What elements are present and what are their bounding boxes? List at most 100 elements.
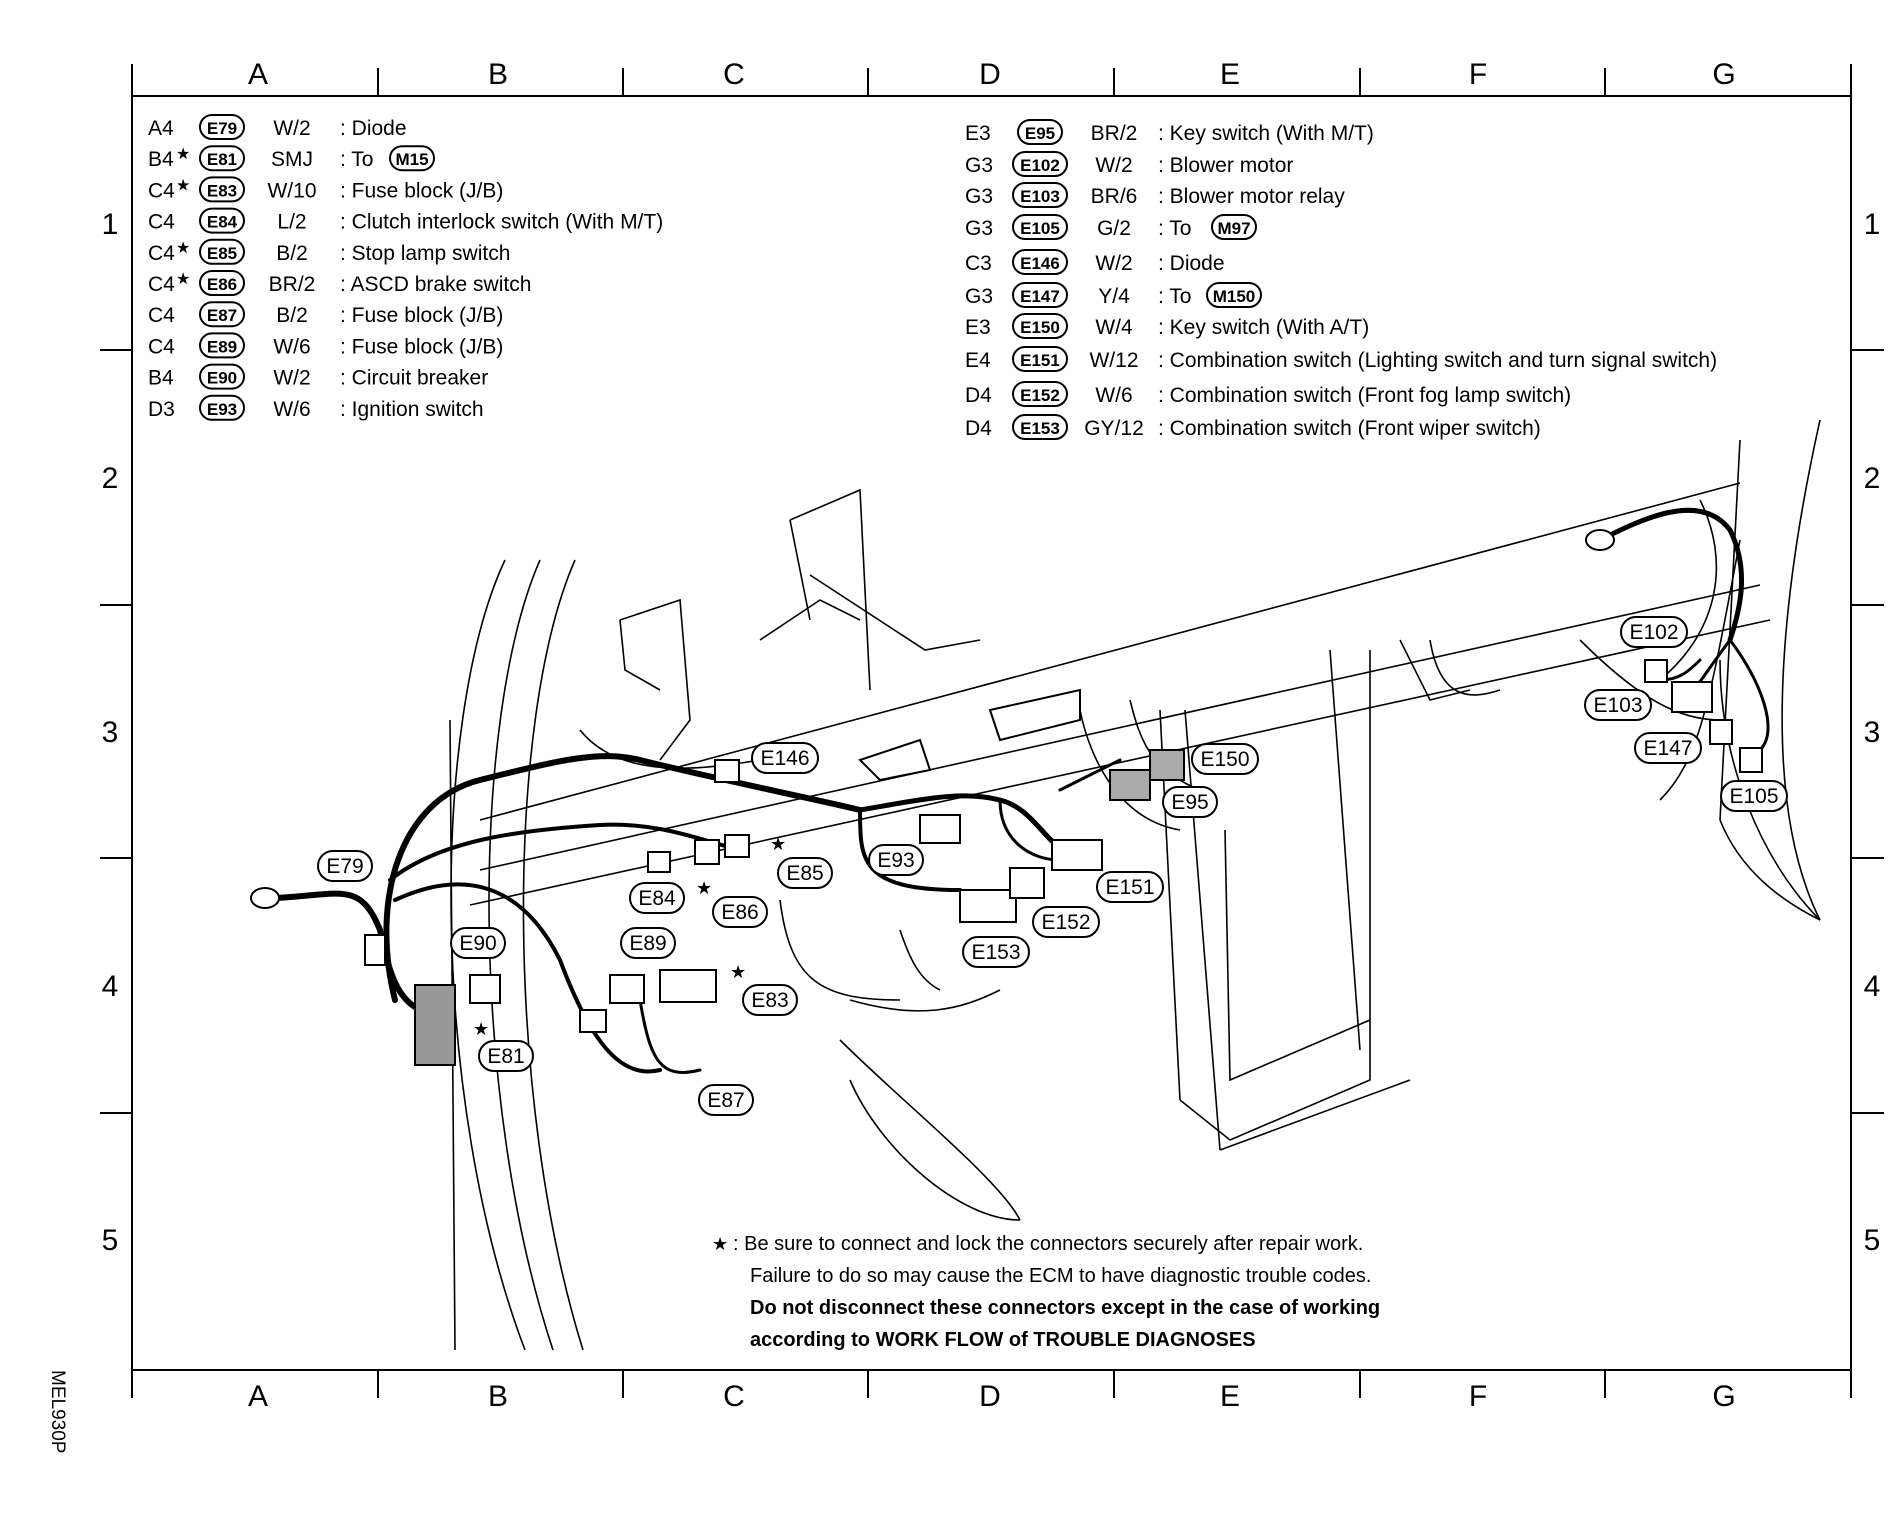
badge-outline (199, 363, 245, 390)
star-icon: ★ (473, 1019, 489, 1040)
connector-id-label: E152 (1020, 386, 1060, 405)
callout-label: E93 (877, 849, 914, 872)
callout-outline (1032, 906, 1100, 938)
connector-description: : To (340, 148, 373, 171)
connector-id-label: E79 (207, 119, 237, 138)
connector-body-e79 (364, 934, 386, 966)
callout-outline (698, 1084, 754, 1116)
connector-spec: G/2 (1097, 217, 1131, 240)
connector-badge: E86 (199, 270, 245, 296)
badge-outline (199, 301, 245, 328)
callout-e95: E95 (1162, 786, 1218, 818)
grid-row-label: 1 (1864, 208, 1881, 241)
connector-badge: E147 (1012, 282, 1068, 308)
callout-outline (1634, 732, 1702, 764)
star-icon: ★ (770, 834, 786, 855)
grid-location: G3 (965, 285, 993, 308)
grid-location: G3 (965, 185, 993, 208)
grid-row-label: 5 (102, 1224, 119, 1257)
callout-outline (478, 1040, 534, 1072)
callout-e153: E153 (962, 936, 1030, 968)
callout-label: E103 (1593, 694, 1642, 717)
grid-location: C3 (965, 252, 992, 275)
connector-spec: B/2 (276, 242, 308, 265)
star-icon: ★ (176, 269, 190, 288)
grid-location: C4 (148, 211, 175, 234)
badge-outline (1012, 381, 1068, 407)
connector-spec: BR/2 (269, 273, 316, 296)
connector-id-label: E93 (207, 400, 237, 419)
connector-id-label: E147 (1020, 287, 1060, 306)
grid-location: D3 (148, 398, 175, 421)
callout-label: E151 (1105, 876, 1154, 899)
connector-spec: B/2 (276, 304, 308, 327)
connector-shapes (250, 529, 1763, 1066)
connector-description: : Combination switch (Lighting switch an… (1158, 349, 1717, 372)
grid-col-label: G (1712, 1380, 1735, 1413)
connector-id-label: E90 (207, 369, 237, 388)
connector-description: : To (1158, 285, 1191, 308)
figure-code: MEL930P (47, 1370, 68, 1453)
callout-outline (620, 927, 676, 959)
connector-badge: E85 (199, 238, 245, 265)
grid-row-label: 2 (1864, 462, 1881, 495)
grid-row-label: 3 (1864, 716, 1881, 749)
star-icon: ★ (730, 962, 746, 983)
callout-label: E86 (721, 901, 758, 924)
connector-body-e103 (1671, 681, 1713, 713)
connector-description: : Blower motor relay (1158, 185, 1345, 208)
grid-location: C4 (148, 179, 175, 202)
note-line-2: Failure to do so may cause the ECM to ha… (750, 1265, 1371, 1287)
connector-callouts: E79E90E81E84E86E85E89E83E87E146E93E153E1… (317, 616, 1788, 1116)
grid-location: B4 (148, 367, 174, 390)
connector-body-e151 (1051, 839, 1103, 871)
grid-col-label: F (1469, 58, 1487, 91)
callout-label: E152 (1041, 911, 1090, 934)
badge-outline (1012, 282, 1068, 308)
callout-e84: E84 (629, 882, 685, 914)
to-connector-badge: M150 (1206, 282, 1262, 308)
callout-outline (1620, 616, 1688, 648)
callout-e103: E103 (1584, 689, 1652, 721)
connector-badge: E83 (199, 176, 245, 203)
connector-spec: W/6 (273, 398, 310, 421)
connector-spec: BR/6 (1091, 185, 1138, 208)
callout-outline (751, 742, 819, 774)
connector-description: : Fuse block (J/B) (340, 179, 503, 202)
connector-badge: E84 (199, 207, 245, 234)
grid-row-label: 2 (102, 462, 119, 495)
connector-body-e152 (1009, 867, 1045, 899)
connector-id-label: E150 (1020, 318, 1060, 337)
callout-e93: E93 (868, 844, 924, 876)
grommet-right (1585, 529, 1615, 551)
callout-label: E87 (707, 1089, 744, 1112)
callout-e146: E146 (751, 742, 819, 774)
grid-row-label: 1 (102, 208, 119, 241)
badge-outline (1012, 249, 1068, 275)
grid-location: B4 (148, 148, 174, 171)
wire-harness (272, 507, 1770, 1074)
badge-outline (1206, 282, 1262, 308)
connector-body-e147 (1709, 719, 1733, 745)
note-line-1: : Be sure to connect and lock the connec… (733, 1233, 1363, 1255)
callout-e81: E81 (478, 1040, 534, 1072)
badge-outline (199, 114, 245, 140)
bracket-1 (858, 738, 932, 782)
grid-location: C4 (148, 273, 175, 296)
callout-label: E81 (487, 1045, 524, 1068)
grid-col-label: F (1469, 1380, 1487, 1413)
callout-label: E153 (971, 941, 1020, 964)
connector-description: : Key switch (With M/T) (1158, 122, 1374, 145)
connector-spec: GY/12 (1084, 417, 1144, 440)
grid-location: E3 (965, 316, 991, 339)
connector-description: : Combination switch (Front wiper switch… (1158, 417, 1541, 440)
badge-outline (199, 238, 245, 265)
callout-outline (777, 857, 833, 889)
grid-location: E4 (965, 349, 991, 372)
grid-col-label: B (488, 1380, 508, 1413)
